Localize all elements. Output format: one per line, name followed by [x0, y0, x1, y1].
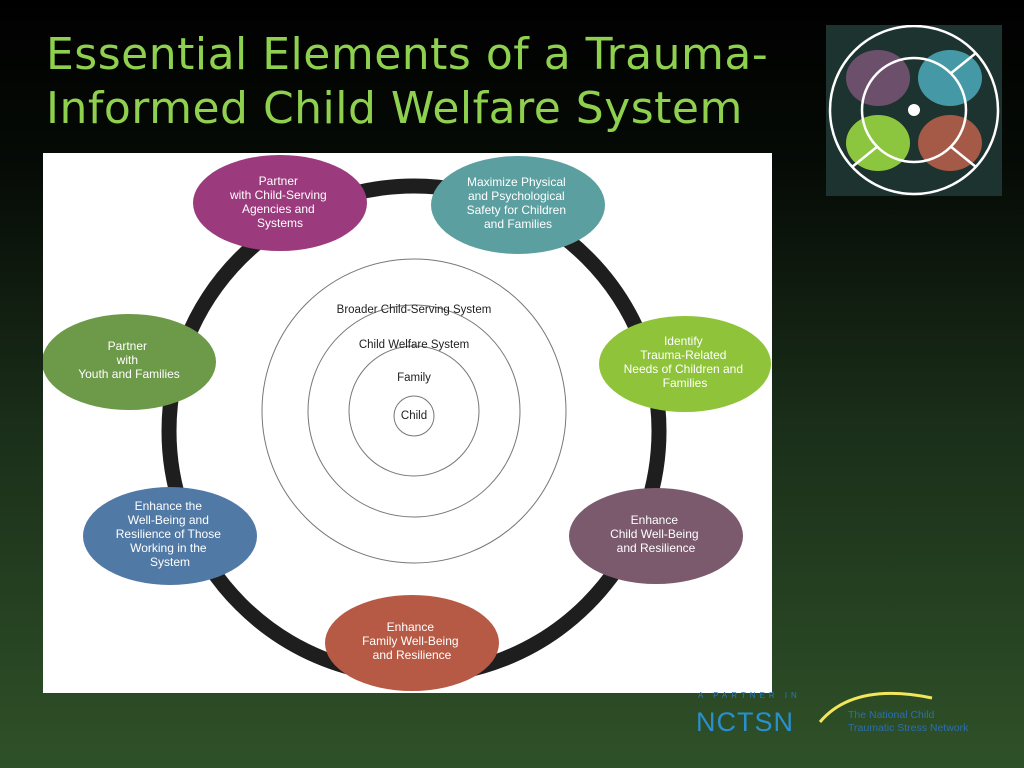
node-text: Partner with Child-Serving Agencies and …: [229, 174, 330, 230]
logo-teal-oval: [918, 50, 982, 106]
ring-child-welfare: [307, 304, 521, 518]
title-line-2: Informed Child Welfare System: [46, 83, 743, 134]
trauma-informed-diagram: Broader Child-Serving System Child Welfa…: [43, 153, 772, 693]
node-family-wellbeing: Enhance Family Well-Being and Resilience: [325, 595, 499, 691]
label-child: Child: [401, 410, 427, 422]
node-text: Identify Trauma-Related Needs of Childre…: [624, 334, 747, 390]
ring-broader-system: [261, 258, 567, 564]
nctsn-circle-logo-icon: [826, 25, 1002, 196]
node-text: Maximize Physical and Psychological Safe…: [467, 175, 570, 231]
footer-swoosh-icon: [818, 692, 933, 723]
node-text: Partner with Youth and Families: [78, 339, 180, 381]
footer-org-line-2: Traumatic Stress Network: [848, 722, 969, 734]
node-worker-wellbeing: Enhance the Well-Being and Resilience of…: [83, 487, 257, 585]
page-title: Essential Elements of a Trauma- Informed…: [46, 28, 806, 136]
node-partner-agencies: Partner with Child-Serving Agencies and …: [193, 155, 367, 251]
logo-inner-ring: [860, 56, 968, 164]
logo-purple-oval: [846, 50, 910, 106]
label-child-welfare: Child Welfare System: [359, 339, 469, 351]
node-partner-youth: Partner with Youth and Families: [43, 314, 216, 410]
node-text: Enhance Child Well-Being and Resilience: [610, 513, 702, 555]
node-text: Enhance the Well-Being and Resilience of…: [116, 499, 225, 569]
node-text: Enhance Family Well-Being and Resilience: [362, 620, 462, 662]
label-broader-system: Broader Child-Serving System: [337, 304, 492, 316]
node-maximize-safety: Maximize Physical and Psychological Safe…: [431, 156, 605, 254]
title-line-1: Essential Elements of a Trauma-: [46, 29, 769, 80]
ring-family: [348, 345, 480, 477]
node-identify-needs: Identify Trauma-Related Needs of Childre…: [599, 316, 771, 412]
footer-tagline: A PARTNER IN: [698, 691, 801, 700]
node-child-wellbeing: Enhance Child Well-Being and Resilience: [569, 488, 743, 584]
logo-outer-ring: [828, 25, 1000, 196]
footer-org-line-1: The National Child: [848, 709, 935, 721]
nctsn-footer-logo: A PARTNER IN NCTSN The National Child Tr…: [694, 686, 1014, 746]
logo-center-dot: [908, 104, 920, 116]
label-family: Family: [397, 372, 431, 384]
footer-brand: NCTSN: [696, 707, 794, 737]
ring-child: [393, 395, 435, 437]
